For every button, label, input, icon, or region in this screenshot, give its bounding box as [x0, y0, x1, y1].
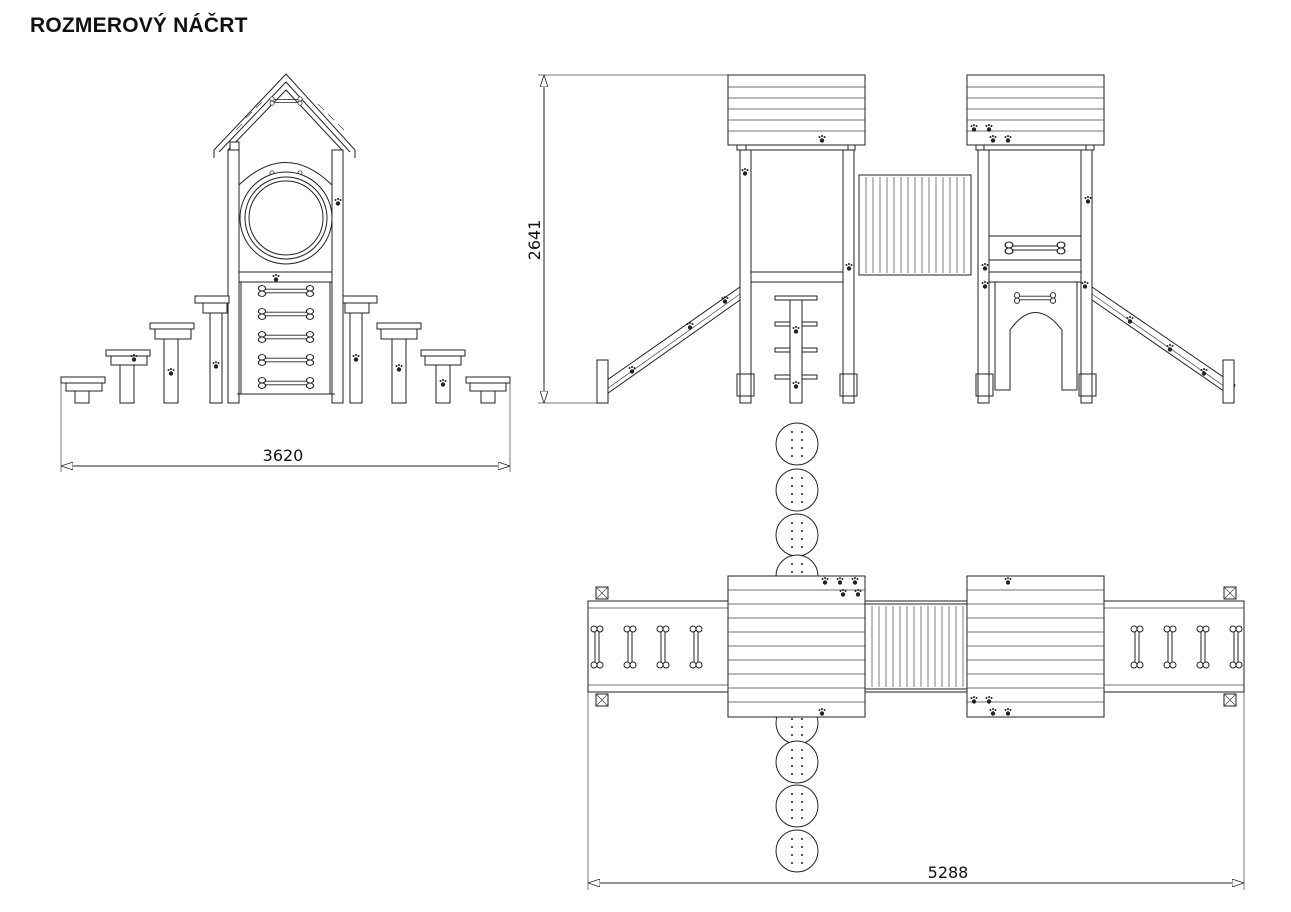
front-ladder: [237, 281, 335, 395]
plan-tunnel: [864, 603, 968, 690]
front-roof: [213, 73, 356, 158]
plan-left-roof: [727, 575, 866, 718]
side-view: 2641: [525, 74, 1236, 404]
side-right-roof: [966, 74, 1105, 146]
dimension-width: 3620: [60, 383, 511, 472]
side-left-tower: [736, 144, 858, 404]
side-right-tower: [975, 144, 1097, 404]
porthole: [238, 162, 342, 273]
front-view: 3620: [60, 73, 511, 472]
side-right-ramp: [1091, 286, 1236, 404]
dimension-width-label: 3620: [263, 446, 304, 465]
plan-view: 5288: [587, 422, 1245, 890]
dimension-length: 5288: [587, 692, 1245, 890]
front-stools: [60, 295, 511, 404]
plan-right-roof: [966, 575, 1105, 718]
side-left-roof: [727, 74, 866, 146]
dimension-height: 2641: [525, 74, 728, 404]
side-left-ramp: [596, 286, 741, 404]
dimension-length-label: 5288: [928, 863, 969, 882]
side-tunnel: [858, 174, 972, 276]
dimension-height-label: 2641: [525, 220, 544, 261]
page-title: ROZMEROVÝ NÁČRT: [30, 14, 248, 37]
